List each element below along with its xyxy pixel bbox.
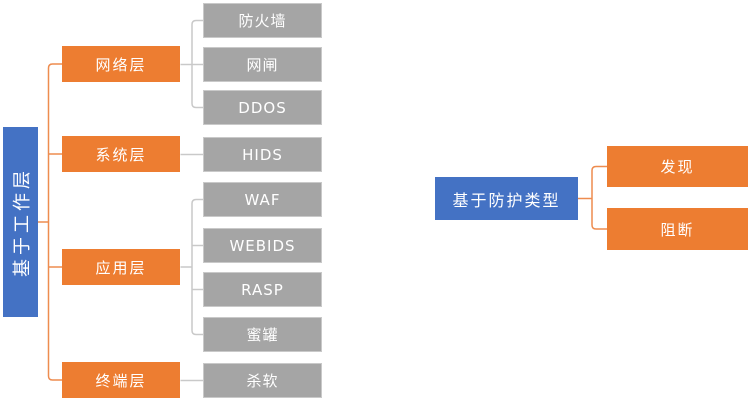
- branch-network-layer-label: 网络层: [95, 55, 147, 74]
- branch-detect-label: 发现: [660, 158, 695, 176]
- branch-application-layer: 应用层: [62, 249, 180, 285]
- leaf-webids-label: WEBIDS: [229, 236, 296, 255]
- leaf-webids: WEBIDS: [203, 228, 322, 263]
- branch-system-layer-label: 系统层: [95, 145, 147, 164]
- leaf-waf: WAF: [203, 182, 322, 217]
- leaf-honeypot: 蜜罐: [203, 317, 322, 352]
- right-root-node: 基于防护类型: [435, 177, 578, 220]
- leaf-rasp-label: RASP: [241, 280, 284, 299]
- branch-network-layer: 网络层: [62, 46, 180, 82]
- leaf-antivirus-label: 杀软: [246, 372, 279, 390]
- branch-block-label: 阻断: [660, 220, 695, 239]
- leaf-firewall-label: 防火墙: [238, 12, 287, 30]
- leaf-firewall: 防火墙: [203, 3, 322, 38]
- left-root-node: 基于工作层: [3, 127, 38, 317]
- leaf-antivirus: 杀软: [203, 363, 322, 398]
- app-children-spine-line: [191, 198, 203, 336]
- branch-terminal-layer-label: 终端层: [95, 371, 147, 390]
- leaf-network-gate-label: 网闸: [246, 56, 279, 74]
- left-orange-spine-line: [47, 63, 62, 381]
- leaf-ddos-label: DDOS: [238, 98, 287, 117]
- branch-block: 阻断: [607, 208, 748, 250]
- right-orange-spine-line: [591, 165, 607, 230]
- branch-system-layer: 系统层: [62, 136, 180, 172]
- leaf-hids: HIDS: [203, 137, 322, 172]
- left-root-label: 基于工作层: [11, 167, 33, 277]
- leaf-hids-label: HIDS: [242, 145, 283, 164]
- right-root-label: 基于防护类型: [452, 190, 561, 210]
- leaf-network-gate: 网闸: [203, 47, 322, 82]
- branch-detect: 发现: [607, 146, 748, 187]
- leaf-rasp: RASP: [203, 272, 322, 307]
- leaf-honeypot-label: 蜜罐: [246, 326, 279, 344]
- branch-application-layer-label: 应用层: [95, 258, 147, 277]
- branch-terminal-layer: 终端层: [62, 362, 180, 398]
- leaf-waf-label: WAF: [244, 190, 281, 209]
- leaf-ddos: DDOS: [203, 90, 322, 125]
